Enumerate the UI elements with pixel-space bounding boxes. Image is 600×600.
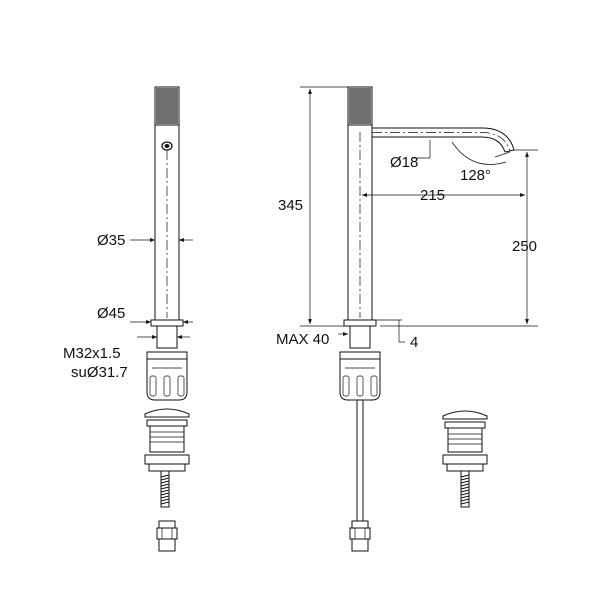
thread-line — [160, 501, 170, 505]
side-nut-rib-2 — [356, 375, 364, 397]
spout-top — [372, 127, 515, 151]
rod-thread — [160, 474, 170, 505]
side-drain-cap — [442, 410, 488, 420]
front-drain — [144, 408, 190, 508]
drain-body — [149, 425, 185, 453]
side-knurl-grooves — [349, 88, 371, 124]
side-drain-lower-nut — [446, 463, 484, 472]
nut-rib-3 — [177, 375, 185, 397]
thread-line — [160, 474, 170, 478]
spout-outlet — [504, 149, 515, 153]
thread-line — [160, 492, 170, 496]
thread-line — [460, 492, 470, 496]
side-connector-top — [351, 520, 369, 529]
angle-leader — [494, 151, 511, 158]
thread-line — [160, 480, 170, 484]
side-drain-flange — [444, 421, 486, 429]
dim-base-thickness: 4 — [410, 334, 418, 351]
thread-line — [460, 501, 470, 505]
spout-centerline — [372, 132, 511, 152]
connector-hex — [156, 527, 178, 540]
thread-line — [460, 498, 470, 502]
side-rod-thread — [460, 474, 470, 505]
thread-line — [460, 483, 470, 487]
side-nut-rib-3 — [370, 375, 378, 397]
thread-line — [160, 495, 170, 499]
fixing-nut — [146, 358, 188, 401]
dim-spout-reach: 215 — [420, 187, 445, 204]
thread-line — [160, 483, 170, 487]
spout-bottom — [372, 136, 506, 153]
thread-line — [160, 489, 170, 493]
knurl-grooves — [156, 88, 178, 124]
side-drain — [442, 410, 488, 508]
side-handle-outline — [347, 86, 373, 126]
side-drain-body — [447, 427, 483, 453]
dim-spout-angle: 128° — [460, 167, 491, 184]
thread-line — [460, 495, 470, 499]
side-fixing-nut — [339, 358, 381, 401]
thread-line — [460, 474, 470, 478]
thread-line — [460, 480, 470, 484]
drain-nut — [144, 454, 190, 465]
drain-lower-nut — [148, 463, 186, 472]
dim-max-deck: MAX 40 — [276, 331, 329, 348]
drain-cap — [144, 408, 190, 418]
base-collar — [150, 319, 184, 327]
dim-spout-diameter: Ø18 — [390, 154, 418, 171]
thread-line — [160, 486, 170, 490]
dim-height: 345 — [278, 197, 303, 214]
side-view: 345 Ø18 128° 215 250 4 MAX 40 — [276, 86, 538, 552]
aerator-center — [164, 144, 170, 148]
side-knurled-handle — [347, 86, 373, 126]
thread-line — [160, 477, 170, 481]
angle-arc — [451, 141, 507, 165]
handle-outline — [154, 86, 180, 126]
knurled-handle — [154, 86, 180, 126]
side-base-collar — [343, 319, 377, 327]
side-washer — [339, 351, 381, 360]
thread-line — [460, 477, 470, 481]
front-hose-connector — [156, 520, 178, 552]
side-connector-bottom — [351, 538, 369, 552]
side-nut-rib-1 — [342, 375, 350, 397]
drain-flange — [146, 419, 188, 427]
dim-thread-sub: suØ31.7 — [71, 364, 128, 381]
connector-top — [158, 520, 176, 529]
thread-line — [460, 489, 470, 493]
side-drain-nut — [442, 454, 488, 465]
threaded-shank — [156, 325, 178, 349]
side-hose-connector — [349, 520, 371, 552]
dim-spout-clearance: 250 — [512, 238, 537, 255]
nut-rib-2 — [163, 375, 171, 397]
thread-line — [460, 486, 470, 490]
thread-line — [160, 498, 170, 502]
dim-body-diameter: Ø35 — [97, 232, 125, 249]
front-view: Ø35 Ø45 M32x1.5 suØ31.7 — [63, 86, 193, 552]
dim-thread-spec: M32x1.5 — [63, 345, 121, 362]
connector-bottom — [158, 538, 176, 552]
washer — [146, 351, 188, 360]
nut-rib-1 — [149, 375, 157, 397]
dim-base-diameter: Ø45 — [97, 305, 125, 322]
side-connector-hex — [349, 527, 371, 540]
side-threaded-shank — [349, 325, 371, 349]
